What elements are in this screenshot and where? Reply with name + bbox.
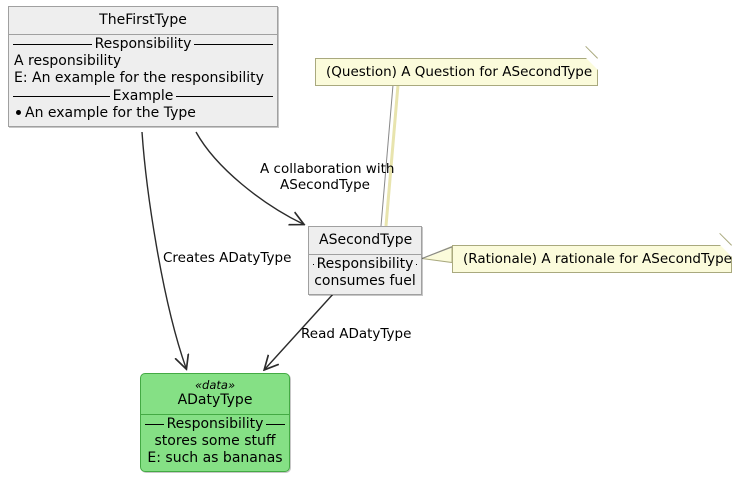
class-box-a-daty-type[interactable]: «data» ADatyType Responsibility stores s… [140, 373, 290, 472]
note-fold-icon [720, 245, 732, 257]
section-responsibility: Responsibility [309, 256, 421, 273]
class-line-bulleted: An example for the Type [9, 105, 277, 122]
class-divider [309, 254, 421, 255]
note-question[interactable]: (Question) A Question for ASecondType [315, 45, 598, 86]
class-divider [9, 34, 277, 35]
class-body-a-daty-type: Responsibility stores some stuff E: such… [141, 416, 289, 471]
class-body-the-first-type: Responsibility A responsibility E: An ex… [9, 36, 277, 126]
note-connector-rationale [420, 245, 453, 264]
section-title-responsibility: Responsibility [91, 36, 195, 52]
edge-label-read: Read ADatyType [301, 326, 411, 342]
note-fold-icon [586, 58, 598, 70]
bullet-icon [16, 109, 21, 115]
section-title-responsibility: Responsibility [163, 416, 267, 432]
class-line-text: An example for the Type [25, 105, 196, 121]
class-title-the-first-type: TheFirstType [99, 12, 187, 28]
note-fold-line [719, 232, 732, 246]
edge-label-collaboration: A collaboration with ASecondType [260, 161, 395, 193]
note-question-text: (Question) A Question for ASecondType [326, 64, 593, 80]
edge-label-line2: ASecondType [280, 177, 370, 193]
class-line: E: such as bananas [147, 450, 283, 466]
section-title-example: Example [109, 88, 177, 104]
edge-label-line1: Creates ADatyType [163, 250, 292, 266]
note-fold-line [585, 45, 598, 59]
class-line: consumes fuel [314, 273, 416, 289]
class-line: A responsibility [14, 53, 122, 69]
note-connector-question [380, 84, 400, 227]
class-body-a-second-type: Responsibility consumes fuel [309, 256, 421, 294]
section-example: Example [9, 88, 277, 105]
class-line: E: An example for the responsibility [14, 70, 264, 86]
section-title-responsibility: Responsibility [313, 256, 417, 272]
note-rationale-text: (Rationale) A rationale for ASecondType [463, 251, 732, 267]
edge-label-line1: Read ADatyType [301, 326, 412, 342]
class-title-a-daty-type: «data» ADatyType [141, 374, 289, 414]
section-responsibility: Responsibility [141, 416, 289, 433]
class-box-the-first-type[interactable]: TheFirstType Responsibility A responsibi… [8, 6, 278, 127]
section-responsibility: Responsibility [9, 36, 277, 53]
class-title-a-second-type: ASecondType [319, 232, 413, 248]
class-box-a-second-type[interactable]: ASecondType Responsibility consumes fuel [308, 226, 422, 295]
note-rationale[interactable]: (Rationale) A rationale for ASecondType [452, 232, 732, 273]
edge-label-creates: Creates ADatyType [163, 250, 291, 266]
class-title-text: ADatyType [177, 392, 253, 408]
class-divider [141, 414, 289, 415]
class-line: stores some stuff [154, 433, 276, 449]
class-stereotype: «data» [194, 378, 236, 392]
edge-label-line1: A collaboration with [260, 161, 395, 177]
